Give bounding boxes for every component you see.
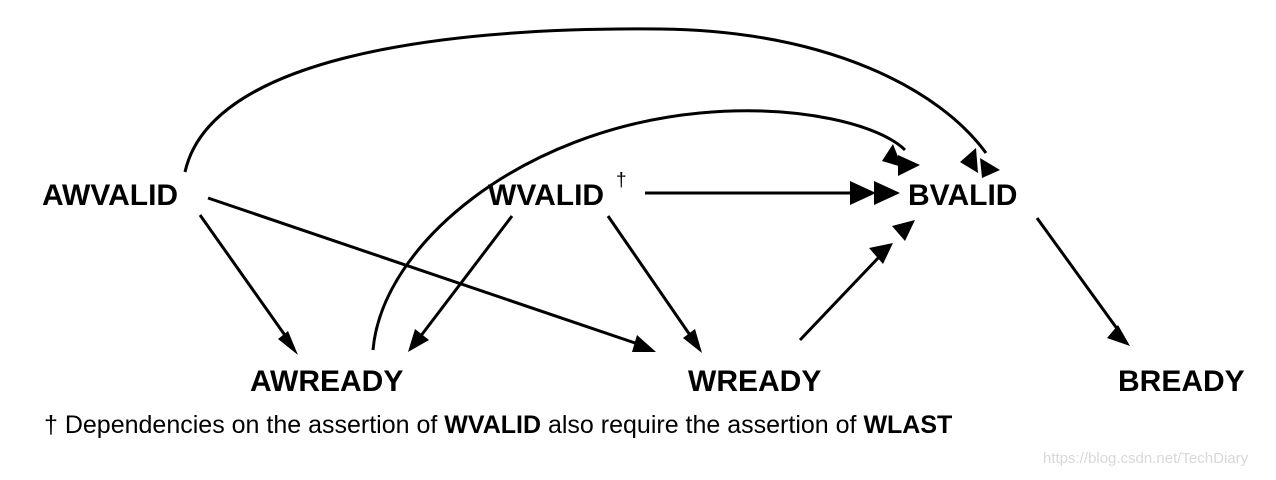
- node-label-bvalid: BVALID: [908, 179, 1017, 212]
- node-label-wready: WREADY: [688, 365, 821, 398]
- edge-bvalid-to-bready: [1035, 217, 1130, 346]
- edge-wvalid-to-wready: [606, 215, 702, 353]
- edge-awvalid-to-awready: [198, 214, 298, 355]
- node-label-wvalid: WVALID: [488, 179, 604, 212]
- edge-wvalid-to-awready: [408, 215, 514, 352]
- footnote-text-part2: also require the assertion of: [541, 411, 864, 439]
- footnote-text-part1: Dependencies on the assertion of: [57, 411, 445, 439]
- node-label-bready: BREADY: [1118, 365, 1245, 398]
- footnote-bold-wlast: WLAST: [863, 411, 953, 439]
- node-superscript-wvalid: †: [616, 170, 627, 191]
- edge-awvalid-to-bvalid: [183, 27, 1000, 178]
- edge-wvalid-to-bvalid: [645, 181, 900, 205]
- footnote-dagger-marker: †: [44, 411, 58, 439]
- watermark: https://blog.csdn.net/TechDiary: [1043, 450, 1249, 467]
- node-label-awvalid: AWVALID: [42, 179, 178, 212]
- edge-awready-to-bvalid: [371, 109, 920, 351]
- edge-awvalid-to-wready: [207, 196, 656, 352]
- node-label-awready: AWREADY: [250, 365, 403, 398]
- footnote-bold-wvalid: WVALID: [444, 411, 542, 439]
- footnote: † Dependencies on the assertion of WVALI…: [44, 411, 1244, 440]
- edge-wready-to-bvalid: [798, 220, 915, 342]
